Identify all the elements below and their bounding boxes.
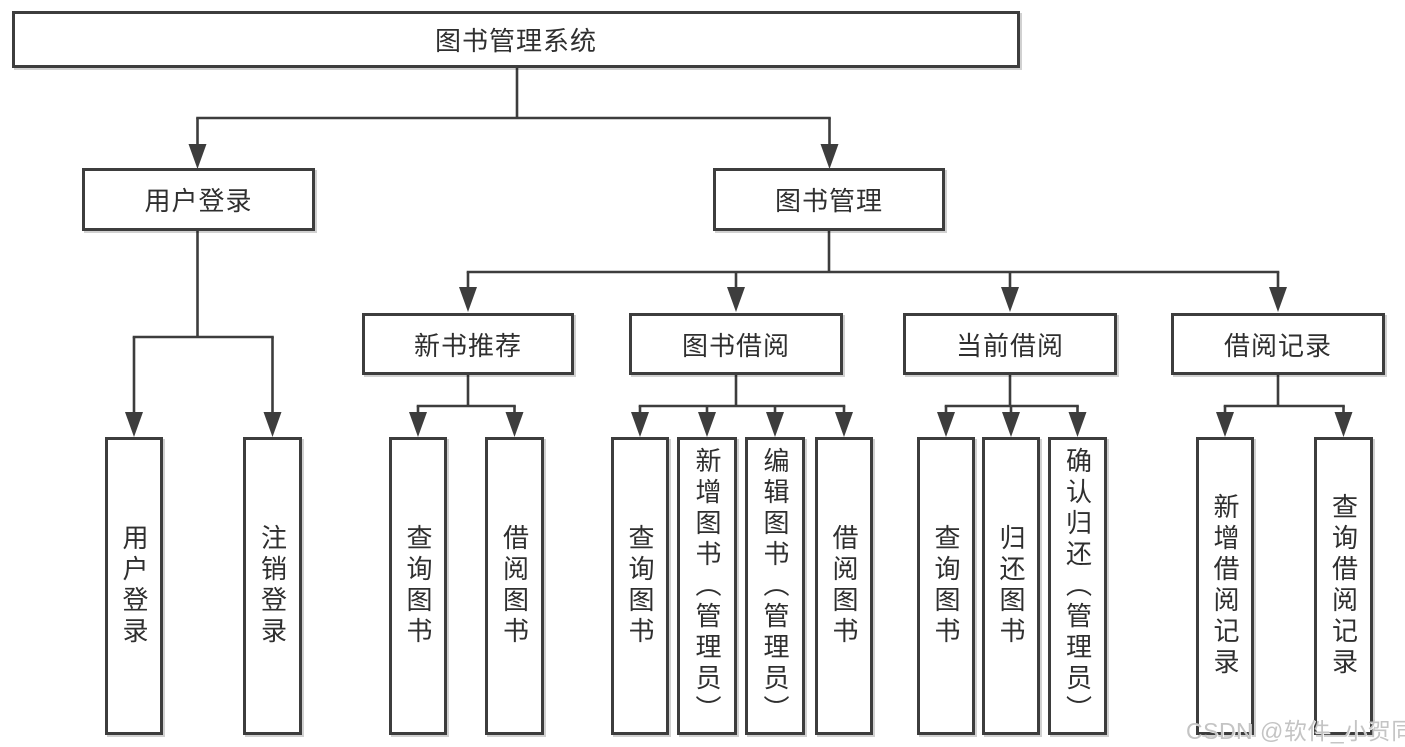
leaf-add-borrow-record: 新增借阅记录 — [1196, 437, 1254, 735]
leaf-borrow-book-2: 借阅图书 — [815, 437, 873, 735]
leaf-confirm-return-admin: 确认归还（管理员） — [1048, 437, 1107, 735]
node-label: 借阅图书 — [499, 524, 530, 648]
leaf-query-book-1: 查询图书 — [389, 437, 447, 735]
node-label: 查询图书 — [931, 524, 961, 648]
node-label: 图书管理 — [774, 186, 883, 216]
node-label: 新书推荐 — [413, 330, 522, 361]
node-book-borrowing: 图书借阅 — [629, 313, 843, 375]
leaf-edit-book-admin: 编辑图书（管理员） — [745, 437, 805, 735]
leaf-query-borrow-record: 查询借阅记录 — [1314, 437, 1373, 735]
node-library-system: 图书管理系统 — [12, 11, 1020, 68]
node-label: 查询图书 — [403, 524, 433, 648]
node-label: 编辑图书（管理员） — [760, 446, 790, 726]
node-label: 查询图书 — [625, 524, 655, 648]
node-borrow-records: 借阅记录 — [1171, 313, 1385, 375]
watermark: CSDN @软件_小贺同学 — [1186, 718, 1405, 744]
node-label: 新增借阅记录 — [1210, 493, 1240, 679]
leaf-query-book-2: 查询图书 — [611, 437, 669, 735]
node-current-borrowing: 当前借阅 — [903, 313, 1117, 375]
node-label: 借阅图书 — [829, 524, 859, 648]
node-label: 当前借阅 — [955, 330, 1064, 361]
node-label: 图书借阅 — [681, 330, 790, 361]
leaf-query-book-3: 查询图书 — [917, 437, 975, 735]
node-label: 用户登录 — [119, 524, 149, 648]
node-book-management: 图书管理 — [713, 168, 945, 231]
node-label: 确认归还（管理员） — [1062, 446, 1093, 726]
leaf-return-book: 归还图书 — [982, 437, 1040, 735]
node-label: 借阅记录 — [1223, 330, 1332, 361]
node-label: 注销登录 — [257, 524, 288, 648]
leaf-user-login: 用户登录 — [105, 437, 163, 735]
node-user-login: 用户登录 — [82, 168, 315, 231]
node-label: 用户登录 — [144, 186, 253, 216]
node-new-book-recommend: 新书推荐 — [362, 313, 574, 375]
node-label: 归还图书 — [996, 524, 1026, 648]
node-label: 查询借阅记录 — [1328, 493, 1359, 679]
leaf-add-book-admin: 新增图书（管理员） — [677, 437, 737, 735]
leaf-logout: 注销登录 — [243, 437, 302, 735]
node-label: 新增图书（管理员） — [692, 446, 722, 726]
node-label: 图书管理系统 — [434, 26, 597, 56]
leaf-borrow-book-1: 借阅图书 — [485, 437, 544, 735]
